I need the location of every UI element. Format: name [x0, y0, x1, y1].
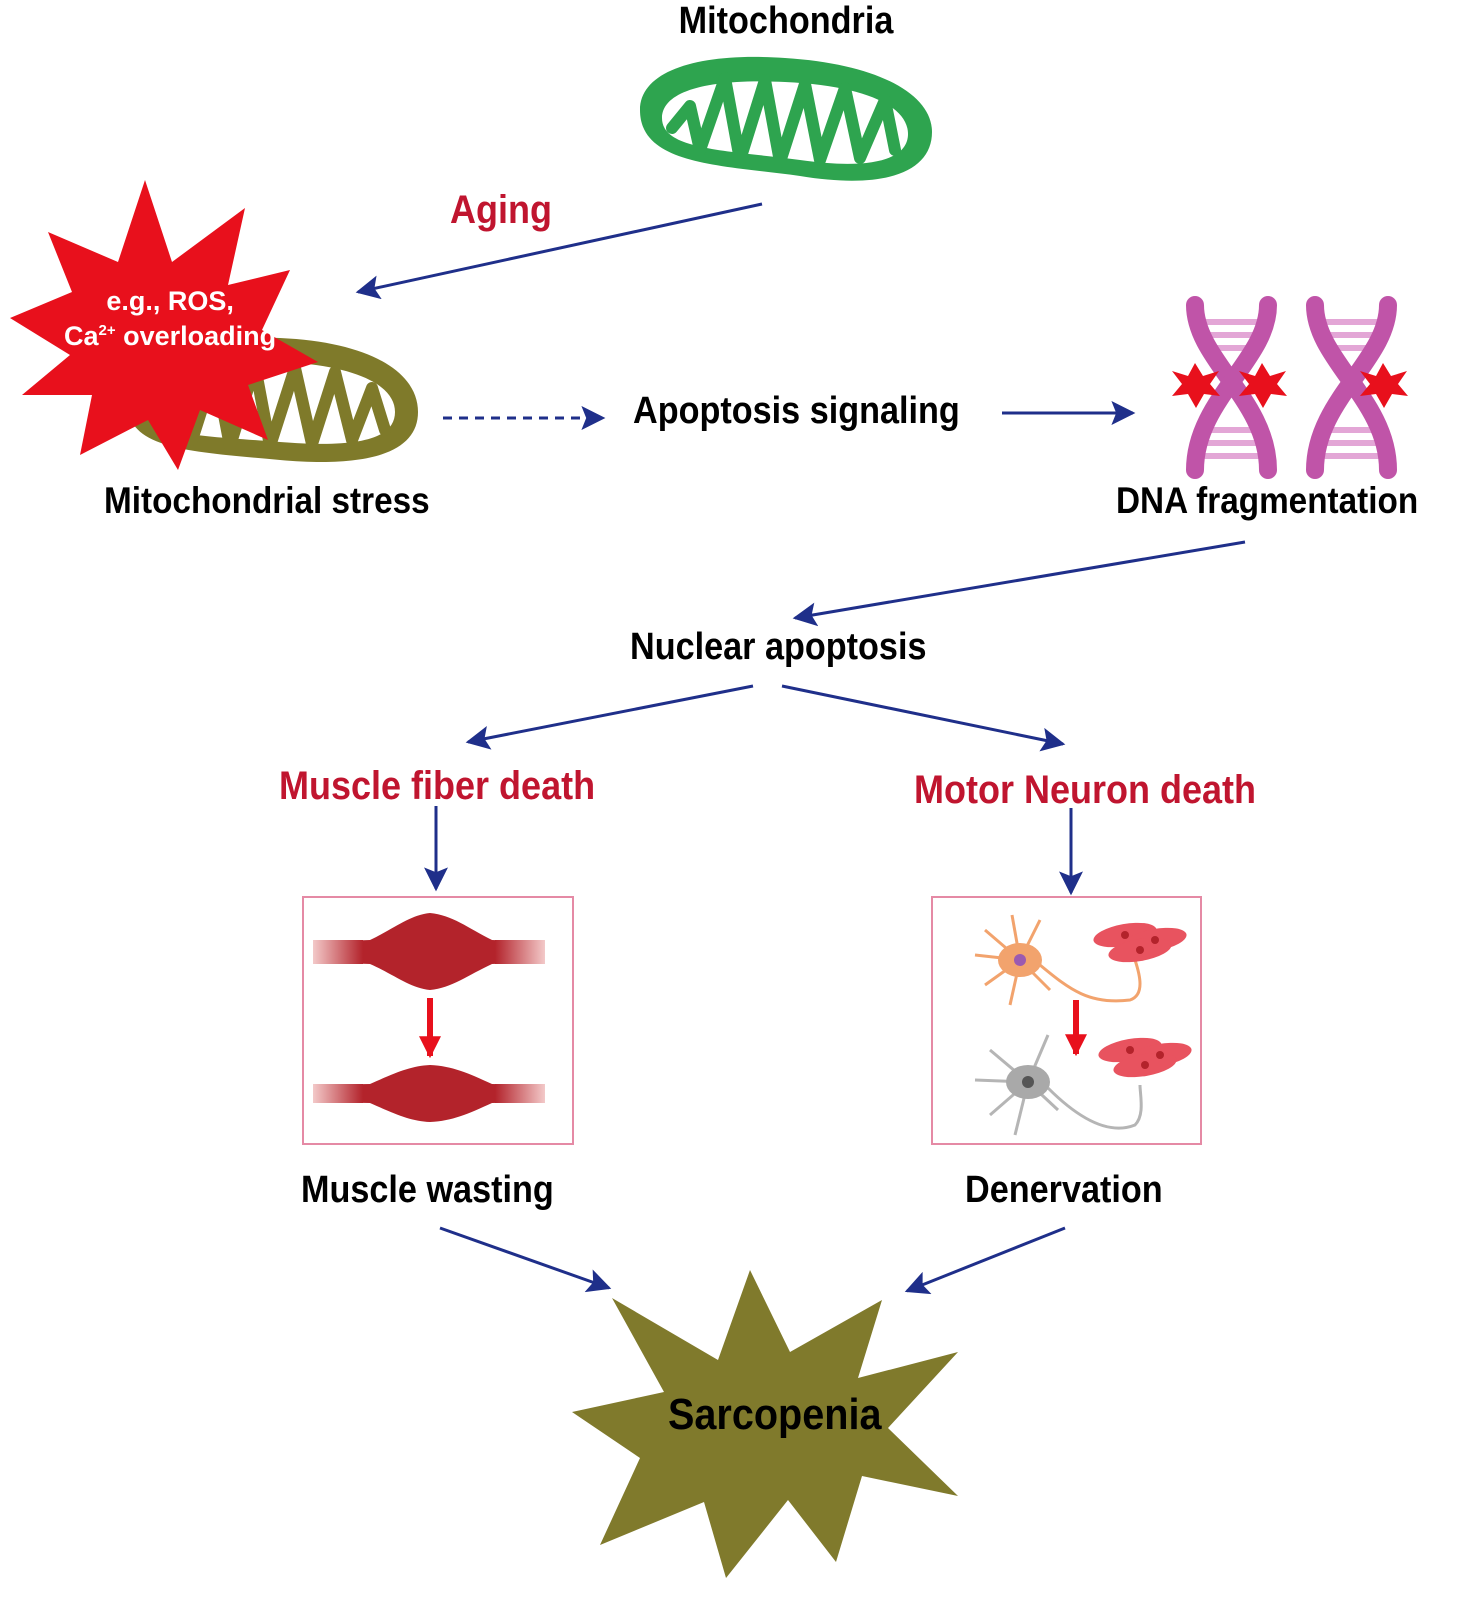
denervation-to-sarcopenia-arrow	[904, 1226, 1066, 1295]
wasting-to-sarcopenia-arrow	[439, 1226, 612, 1293]
muscle-fiber-icon	[313, 913, 545, 990]
dna-helix-icon	[1172, 296, 1408, 479]
mitochondria-label: Mitochondria	[678, 0, 894, 42]
stress-trigger-line1: e.g., ROS,	[106, 286, 234, 316]
stress-trigger-line2: Ca2+ overloading	[64, 321, 277, 352]
aging-label: Aging	[450, 188, 552, 232]
apoptosis-signaling-label: Apoptosis signaling	[633, 390, 960, 432]
muscle-cell-icon	[1093, 922, 1187, 963]
nuclear-to-muscle-arrow	[465, 684, 754, 750]
muscle-cell-icon-2	[1098, 1037, 1192, 1078]
neuron-panel	[931, 896, 1202, 1145]
stress-burst-icon	[10, 180, 318, 470]
nuclear-apoptosis-label: Nuclear apoptosis	[630, 626, 927, 668]
muscle-fiber-panel	[302, 896, 574, 1145]
motor-neuron-death-label: Motor Neuron death	[914, 768, 1256, 812]
sarcopenia-label: Sarcopenia	[668, 1390, 882, 1439]
mitochondrial-stress-label: Mitochondrial stress	[104, 480, 430, 521]
dna-fragmentation-label: DNA fragmentation	[1116, 480, 1419, 521]
sarcopenia-burst-icon	[572, 1270, 958, 1578]
mitochondrion-icon	[640, 56, 932, 181]
dead-neuron-icon	[974, 1034, 1143, 1136]
aging-arrow	[355, 202, 763, 300]
stress-trigger-label: e.g., ROS, Ca2+ overloading	[64, 284, 276, 354]
dna-to-nuclear-arrow	[792, 540, 1246, 627]
atrophied-muscle-fiber-icon	[313, 1065, 545, 1122]
denervation-label: Denervation	[965, 1169, 1163, 1211]
nuclear-to-neuron-arrow	[781, 684, 1066, 752]
muscle-fiber-death-label: Muscle fiber death	[279, 764, 596, 808]
muscle-wasting-label: Muscle wasting	[301, 1169, 554, 1211]
